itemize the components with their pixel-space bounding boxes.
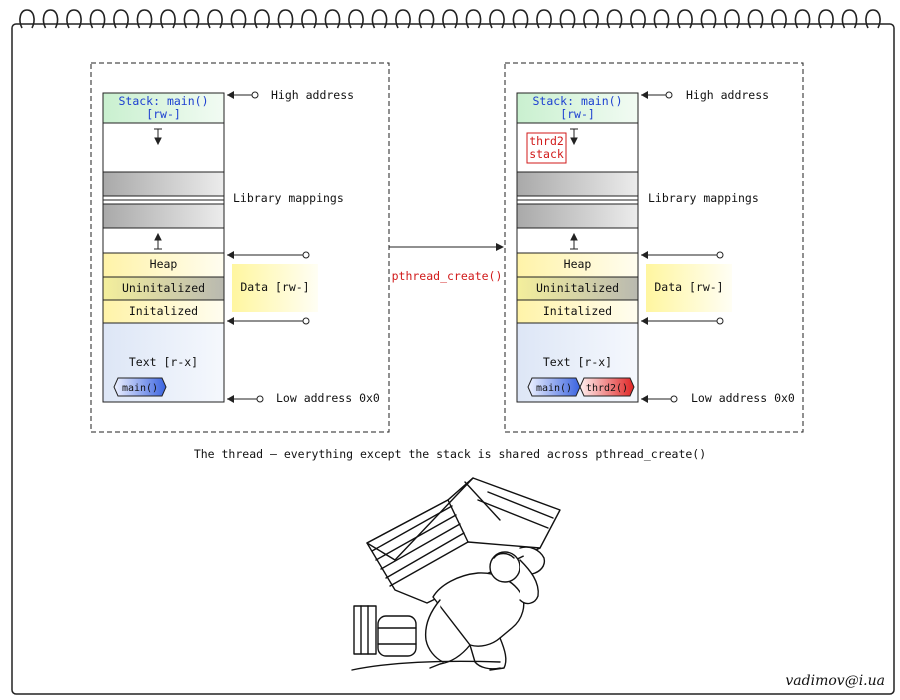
spiral-ring [865, 9, 881, 29]
heap-segment [516, 252, 639, 278]
spiral-binding-icon [19, 9, 881, 29]
text-label: Text [r-x] [129, 355, 198, 369]
spiral-ring [653, 9, 670, 29]
spiral-ring [324, 9, 341, 29]
uninitialized-label: Uninitalized [122, 281, 205, 295]
data-label: Data [rw-] [240, 280, 309, 294]
main-function-tag: main() [527, 377, 581, 397]
spiral-ring [348, 9, 364, 29]
library-mapping-2 [102, 203, 225, 229]
stack-segment [516, 92, 639, 124]
spiral-ring [794, 9, 811, 29]
stack-grow-down-icon [154, 128, 162, 146]
notebook-frame [11, 9, 895, 695]
spiral-ring [418, 9, 435, 29]
spiral-ring [512, 9, 529, 29]
stack-grow-down-icon [570, 128, 578, 146]
spiral-ring [301, 9, 317, 29]
main-tag-label: main() [122, 383, 158, 394]
spiral-ring [841, 9, 858, 29]
spiral-ring [559, 9, 576, 29]
spiral-ring [371, 9, 388, 29]
thrd2-tag-label: thrd2() [586, 383, 628, 394]
stack-permissions: [rw-] [560, 107, 595, 121]
thread-stack-label-2: stack [529, 147, 564, 161]
heap-grow-up-icon [154, 232, 162, 250]
low-address-label: Low address 0x0 [276, 391, 380, 405]
thread-stack-label-1: thrd2 [529, 134, 564, 148]
text-label: Text [r-x] [543, 355, 612, 369]
left-callouts: High address Library mappings Data [rw-]… [227, 88, 380, 405]
heap-label: Heap [564, 257, 592, 271]
library-mappings-label: Library mappings [233, 191, 344, 205]
heap-grow-up-icon [570, 232, 578, 250]
library-mapping-1 [516, 171, 639, 197]
spiral-ring [583, 9, 599, 29]
heap-label: Heap [150, 257, 178, 271]
library-mapping-1 [102, 171, 225, 197]
stack-permissions: [rw-] [146, 107, 181, 121]
high-address-label: High address [271, 88, 354, 102]
spiral-ring [160, 9, 176, 29]
spiral-ring [42, 9, 59, 29]
thread-stack-box: thrd2 stack [526, 132, 567, 164]
library-mapping-2 [516, 203, 639, 229]
man-carrying-crate-illustration [351, 477, 561, 671]
spiral-ring [113, 9, 129, 29]
spiral-ring [465, 9, 482, 29]
main-function-tag: main() [113, 377, 167, 397]
memory-layout-after: Stack: main() [rw-] thrd2 stack Heap Uni… [504, 62, 804, 433]
data-label: Data [rw-] [654, 280, 723, 294]
spiral-ring [630, 9, 646, 29]
memory-layout-before: Stack: main() [rw-] Heap Uninitalized In… [90, 62, 390, 433]
spiral-ring [536, 9, 552, 29]
author-signature: vadimov@i.ua [785, 673, 885, 689]
initialized-label: Initalized [543, 304, 612, 318]
data-callout [646, 264, 732, 312]
spiral-ring [277, 9, 294, 29]
spiral-ring [747, 9, 764, 29]
spiral-ring [395, 9, 411, 29]
spiral-ring [89, 9, 106, 29]
uninitialized-label: Uninitalized [536, 281, 619, 295]
spiral-ring [207, 9, 223, 29]
spiral-ring [818, 9, 834, 29]
thrd2-function-tag: thrd2() [579, 377, 635, 397]
pthread-create-arrow: pthread_create() [389, 243, 504, 283]
data-callout [232, 264, 318, 312]
spiral-ring [606, 9, 623, 29]
initialized-label: Initalized [129, 304, 198, 318]
low-address-label: Low address 0x0 [691, 391, 795, 405]
high-address-label: High address [686, 88, 769, 102]
spiral-ring [677, 9, 693, 29]
spiral-ring [19, 9, 35, 29]
spiral-ring [442, 9, 458, 29]
stack-segment [102, 92, 225, 124]
pthread-create-label: pthread_create() [392, 269, 503, 283]
spiral-ring [183, 9, 200, 29]
spiral-ring [66, 9, 82, 29]
spiral-ring [771, 9, 787, 29]
diagram-caption: The thread – everything except the stack… [194, 447, 706, 461]
spiral-ring [230, 9, 247, 29]
spiral-ring [724, 9, 740, 29]
spiral-ring [254, 9, 270, 29]
main-tag-label: main() [536, 383, 572, 394]
stack-label: Stack: main() [118, 94, 208, 108]
spiral-ring [489, 9, 505, 29]
spiral-ring [136, 9, 153, 29]
spiral-ring [700, 9, 717, 29]
library-mappings-label: Library mappings [648, 191, 759, 205]
right-callouts: High address Library mappings Data [rw-]… [641, 88, 795, 405]
stack-label: Stack: main() [532, 94, 622, 108]
